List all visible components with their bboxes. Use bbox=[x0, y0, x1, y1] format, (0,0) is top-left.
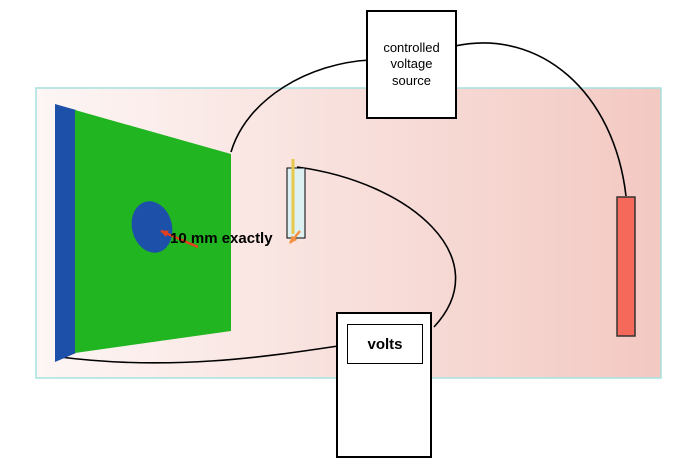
wire-panel-to-meter bbox=[59, 345, 339, 364]
volt-meter-box: volts bbox=[336, 312, 432, 458]
wire-source-to-panel bbox=[230, 59, 371, 153]
probe-body bbox=[286, 167, 306, 239]
left-electrode-blue-bar bbox=[55, 104, 76, 362]
annotation-arrow bbox=[160, 229, 199, 249]
voltage-source-box: controlled voltage source bbox=[366, 10, 457, 119]
wire-source-to-electrode bbox=[454, 42, 627, 197]
volt-meter-label: volts bbox=[367, 335, 403, 353]
right-electrode-red-bar bbox=[616, 196, 636, 337]
panel-hole bbox=[131, 201, 173, 253]
wire-probe-to-meter bbox=[296, 166, 457, 328]
probe-tip-arrow bbox=[289, 230, 301, 244]
distance-annotation: 10 mm exactly bbox=[170, 230, 273, 247]
voltage-source-label: controlled voltage source bbox=[383, 40, 440, 88]
volt-meter-display: volts bbox=[347, 324, 423, 364]
